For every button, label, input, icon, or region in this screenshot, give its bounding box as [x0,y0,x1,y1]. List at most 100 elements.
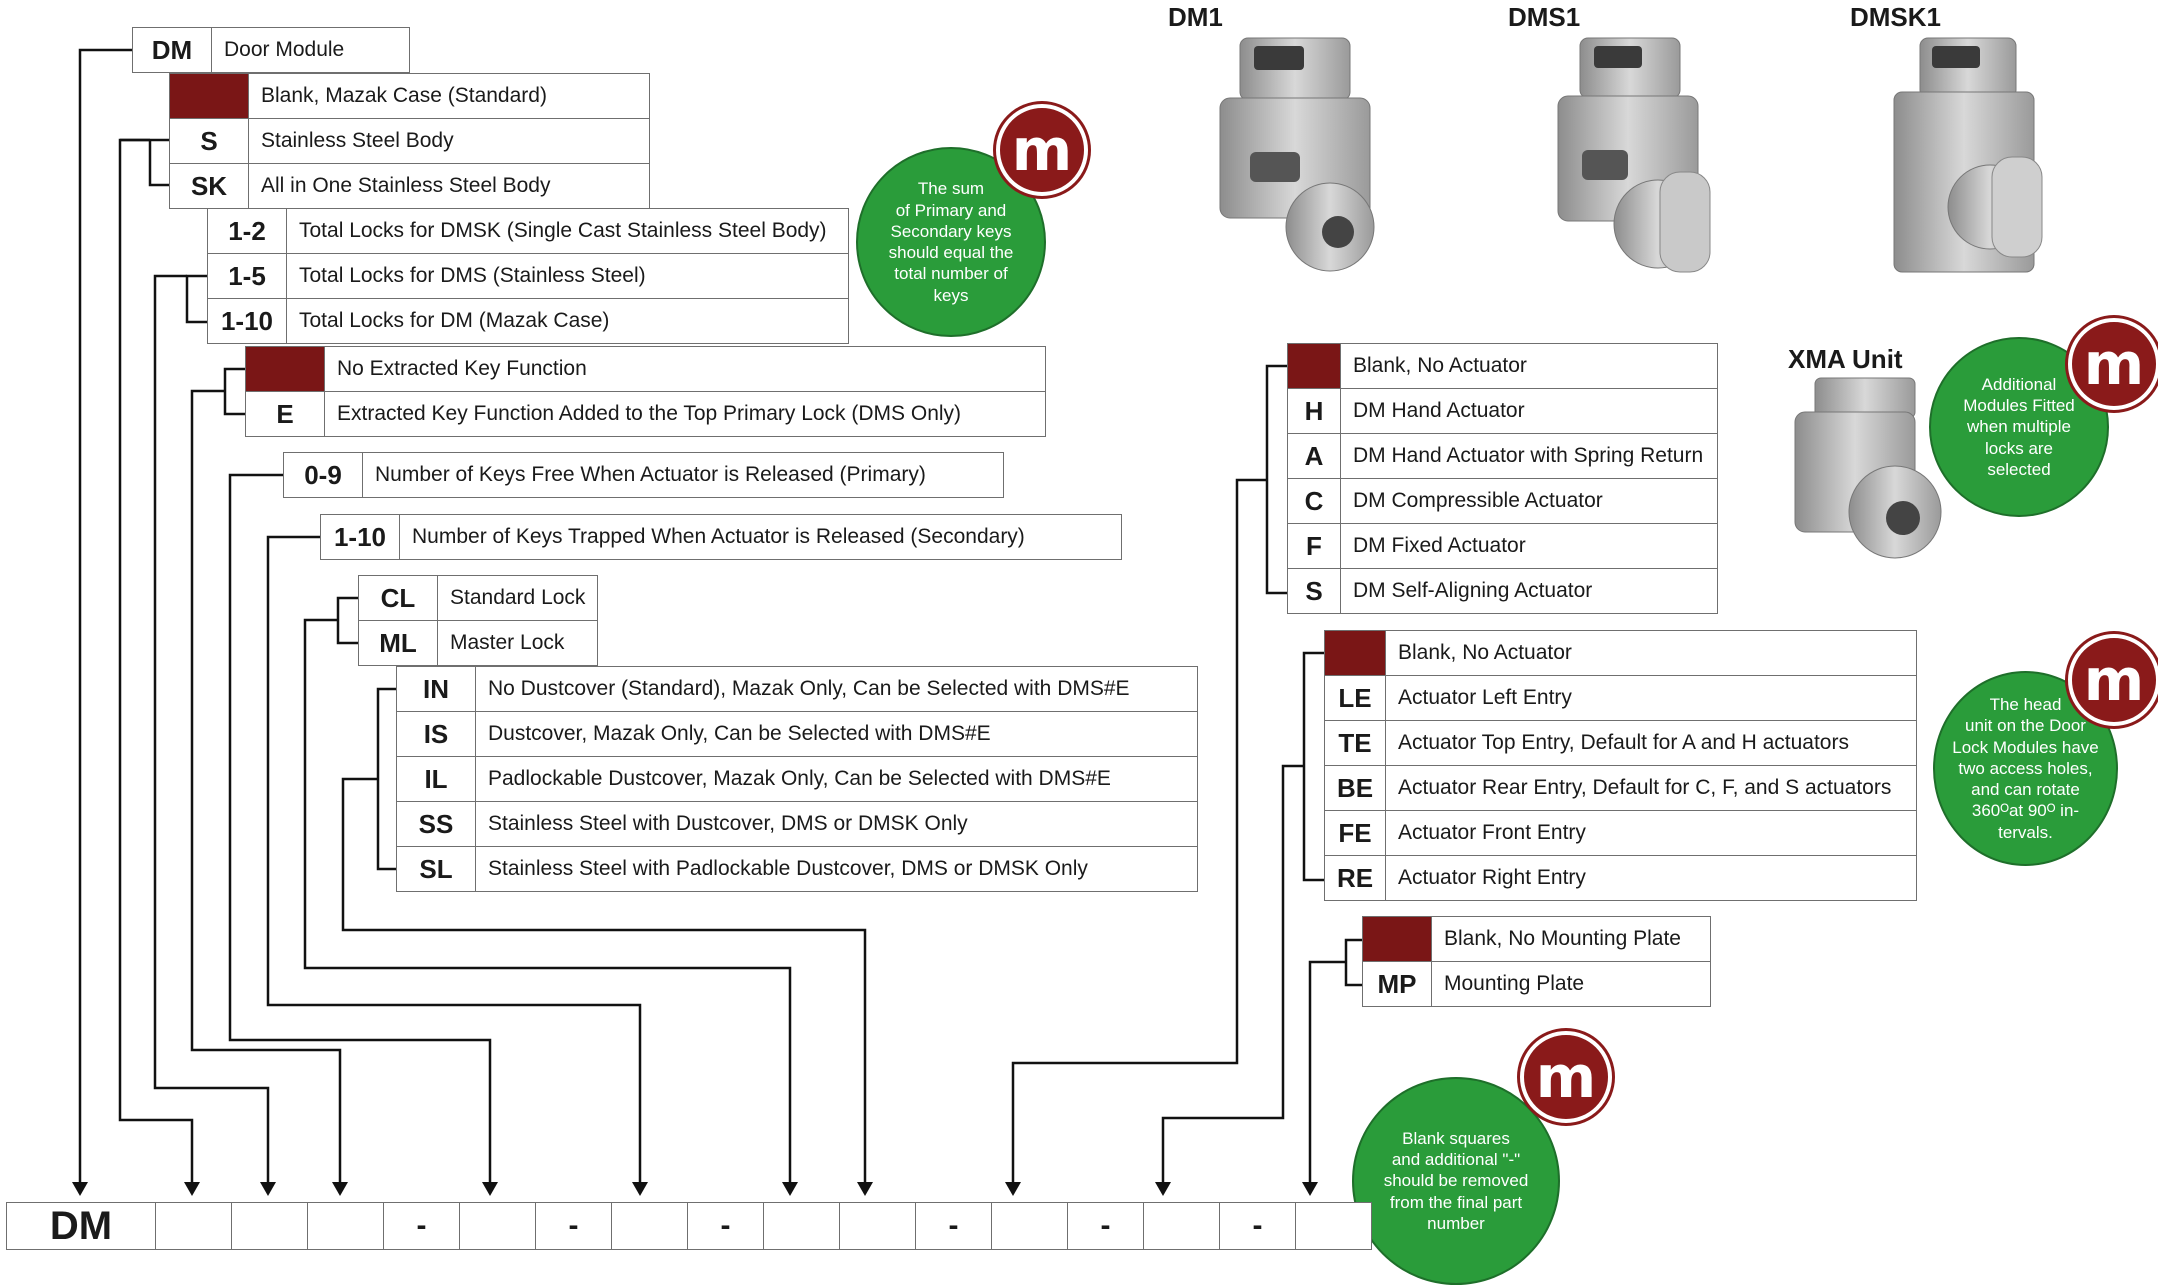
photo-label-xma-unit: XMA Unit [1788,344,1903,374]
option-description: Standard Lock [450,586,586,609]
option-code: LE [1325,676,1386,720]
option-description: DM Self-Aligning Actuator [1353,579,1593,602]
connector-line [1344,938,1362,987]
part-number-slot [459,1203,535,1249]
photo-label-dmsk1: DMSK1 [1850,2,1942,32]
option-row: IS Dustcover, Mazak Only, Can be Selected… [397,711,1197,756]
part-number-separator: - [383,1203,459,1249]
option-row: RE Actuator Right Entry [1325,855,1916,900]
option-description: Extracted Key Function Added to the Top … [337,402,962,425]
option-row: LE Actuator Left Entry [1325,675,1916,720]
option-code: C [1288,479,1341,523]
option-description: Actuator Right Entry [1398,866,1586,889]
part-number-prefix: DM [49,1203,113,1248]
part-number-slot [307,1203,383,1249]
option-code: 0-9 [284,453,363,497]
option-code: TE [1325,721,1386,765]
option-code: BE [1325,766,1386,810]
option-code: MP [1363,962,1432,1006]
option-row: No Extracted Key Function [246,347,1045,391]
option-row: DM Door Module [133,28,409,72]
option-code: 1-10 [321,515,400,559]
connector-line [1265,364,1287,595]
dmsk1-product-image [1893,37,2043,273]
connector-line [1308,960,1346,1184]
photo-label-dm1: DM1 [1168,2,1223,32]
connector-line [78,48,132,1184]
option-code: RE [1325,856,1386,900]
part-number-builder: DM------ [6,1202,1372,1250]
part-number-separator: - [915,1203,991,1249]
blank-swatch [1325,631,1386,675]
arrow-head [260,1182,276,1196]
part-number-separator: - [687,1203,763,1249]
option-description: Door Module [224,38,345,61]
option-description: Stainless Steel with Dustcover, DMS or D… [488,812,968,835]
part-number-separator: - [1219,1203,1295,1249]
connector-line [223,367,245,416]
part-number-slot [611,1203,687,1249]
connector-line [376,687,396,871]
option-description: Blank, Mazak Case (Standard) [261,84,547,107]
option-code: FE [1325,811,1386,855]
option-description: Mounting Plate [1444,972,1585,995]
connector-line [1302,651,1324,882]
option-description: Total Locks for DM (Mazak Case) [299,309,610,332]
option-code: IN [397,667,476,711]
option-code: A [1288,434,1341,478]
option-description: Blank, No Actuator [1353,354,1527,377]
option-description: Dustcover, Mazak Only, Can be Selected w… [488,722,991,745]
option-code: 1-2 [208,209,287,253]
option-code: IL [397,757,476,801]
door-module-code-table: DM Door Module [132,27,410,73]
blank-swatch [246,347,325,391]
extracted-key-table: No Extracted Key Function E Extracted Key… [245,346,1046,437]
option-description: Total Locks for DMS (Stainless Steel) [299,264,646,287]
connector-line [1011,478,1267,1184]
option-code: SK [170,164,249,208]
option-row: 1-10 Total Locks for DM (Mazak Case) [208,298,848,343]
dms1-product-image [1557,37,1711,273]
option-description: Blank, No Actuator [1398,641,1572,664]
option-row: MP Mounting Plate [1363,961,1710,1006]
part-number-slot [1295,1203,1371,1249]
option-description: Stainless Steel with Padlockable Dustcov… [488,857,1088,880]
option-row: Blank, No Actuator [1325,631,1916,675]
connector-line [153,274,270,1184]
arrow-head [184,1182,200,1196]
option-row: A DM Hand Actuator with Spring Return [1288,433,1717,478]
option-description: Actuator Left Entry [1398,686,1572,709]
arrow-head [782,1182,798,1196]
option-code: 1-10 [208,299,287,343]
connector-line [1161,764,1304,1184]
blank-swatch [170,74,249,118]
option-description: Blank, No Mounting Plate [1444,927,1681,950]
option-code: E [246,392,325,436]
actuator-entry-table: Blank, No Actuator LE Actuator Left Entry… [1324,630,1917,901]
option-code: 1-5 [208,254,287,298]
arrow-head [1302,1182,1318,1196]
option-code: IS [397,712,476,756]
part-number-slot [763,1203,839,1249]
option-description: Master Lock [450,631,565,654]
option-description: DM Hand Actuator with Spring Return [1353,444,1704,467]
option-row: Blank, No Mounting Plate [1363,917,1710,961]
connector-line [228,473,492,1184]
